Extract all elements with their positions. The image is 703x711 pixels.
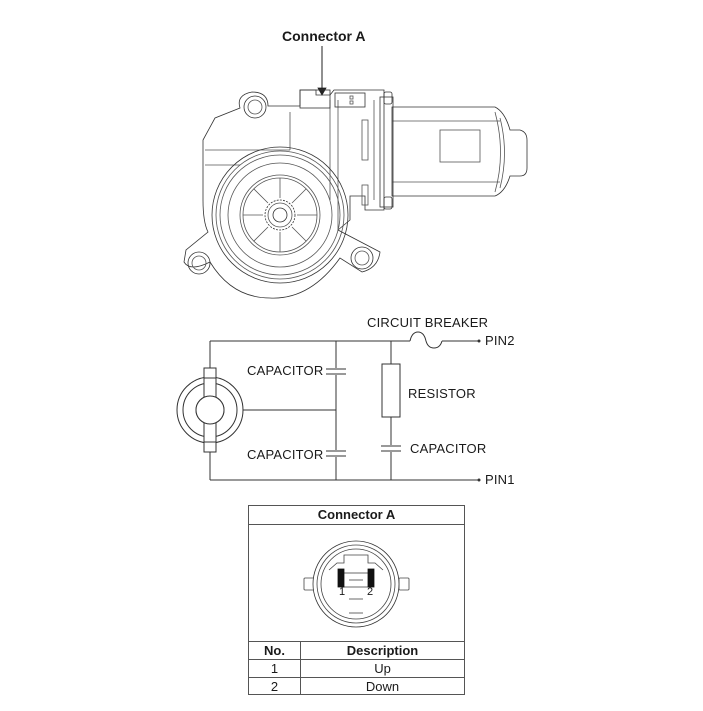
pin-label-2: 2 xyxy=(367,586,374,598)
circuit-breaker-symbol xyxy=(409,331,443,349)
column-header-no: No. xyxy=(249,641,301,660)
label-pin1: PIN1 xyxy=(485,472,515,487)
mount-hole-left xyxy=(187,251,211,275)
table-row: 2 Down xyxy=(249,677,464,695)
pin-description: Up xyxy=(300,659,464,678)
motor-label-plate xyxy=(439,129,481,163)
terminal-2 xyxy=(367,568,375,588)
pin-description-table: No. Description 1 Up 2 Down xyxy=(249,641,464,695)
table-header-row: No. Description xyxy=(249,641,464,660)
resistor-symbol xyxy=(381,363,401,418)
pin-no: 1 xyxy=(249,659,301,678)
label-capacitor-right: CAPACITOR xyxy=(410,441,487,456)
connector-a-callout: Connector A xyxy=(282,28,366,44)
connector-shell-outer xyxy=(312,540,400,628)
mount-hole-right xyxy=(350,246,374,270)
connector-table-title: Connector A xyxy=(249,506,464,525)
connector-a-housing xyxy=(299,89,331,109)
motor-symbol xyxy=(176,367,244,453)
pinion-gear xyxy=(264,199,296,231)
label-capacitor-top: CAPACITOR xyxy=(247,363,324,378)
terminal-1 xyxy=(337,568,345,588)
motor-cylinder xyxy=(391,106,528,197)
label-resistor: RESISTOR xyxy=(408,386,476,401)
gear-spokes xyxy=(243,178,317,252)
pin-description: Down xyxy=(300,677,464,695)
pin-label-1: 1 xyxy=(339,586,346,598)
label-capacitor-bottom: CAPACITOR xyxy=(247,447,324,462)
gear-drum-outer xyxy=(211,146,349,284)
pin-no: 2 xyxy=(249,677,301,695)
table-row: 1 Up xyxy=(249,659,464,678)
column-header-description: Description xyxy=(300,641,464,660)
label-circuit-breaker: CIRCUIT BREAKER xyxy=(367,315,489,330)
connector-face-view: 1 2 xyxy=(249,525,464,641)
label-pin2: PIN2 xyxy=(485,333,515,348)
mount-hole-top xyxy=(243,95,267,119)
connector-a-table: Connector A 1 2 No. Description xyxy=(248,505,465,695)
